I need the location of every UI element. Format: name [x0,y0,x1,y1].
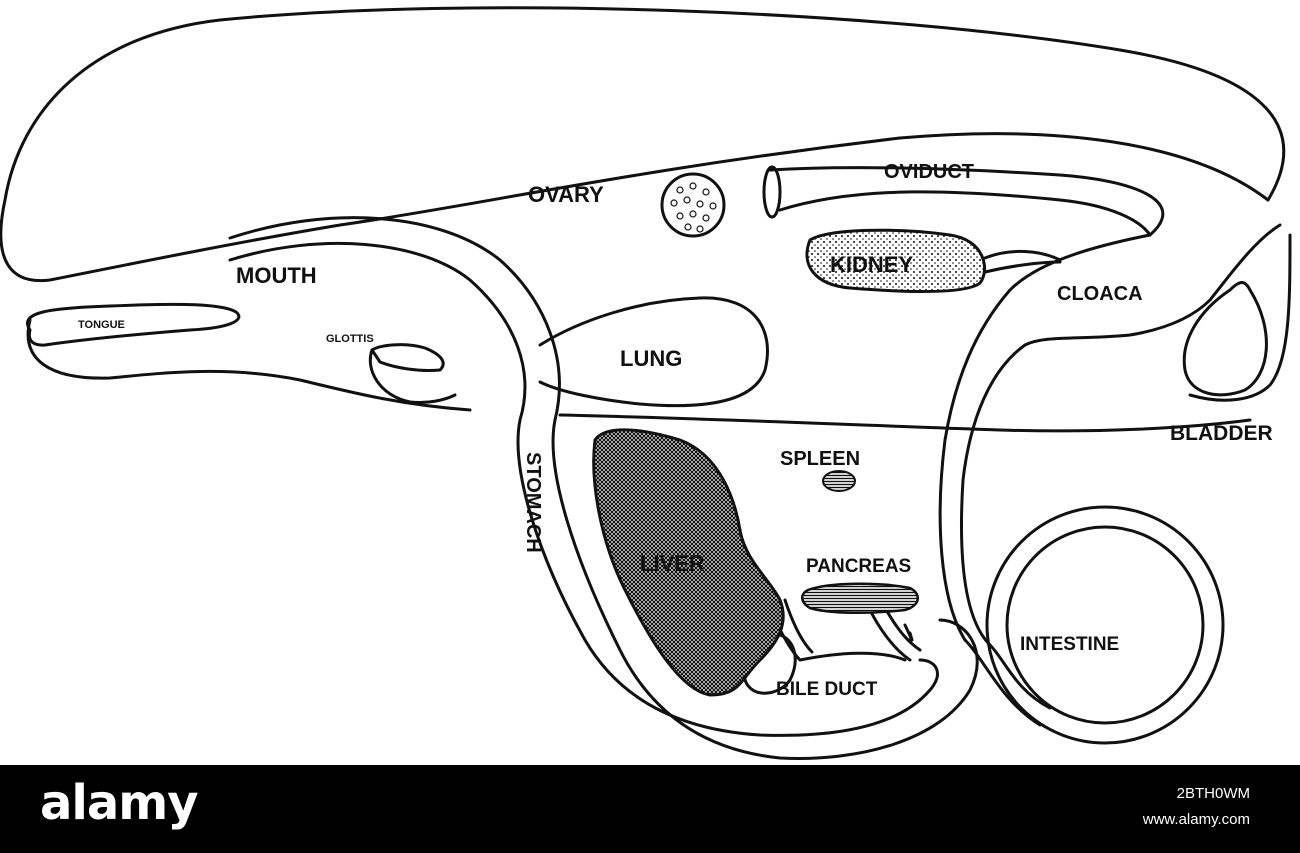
label-kidney: KIDNEY [830,252,913,277]
label-glottis: GLOTTIS [326,333,374,345]
label-cloaca: CLOACA [1057,283,1143,305]
alamy-logo: alamy [40,775,198,831]
label-tongue: TONGUE [78,319,125,331]
bladder-shape [1184,283,1266,395]
label-stomach: STOMACH [522,452,544,553]
label-intestine: INTESTINE [1020,634,1119,655]
watermark-footer: alamy 2BTH0WM www.alamy.com [0,765,1300,853]
oviduct-funnel [764,167,780,217]
body-outline [1,8,1284,281]
pancreas-shape [802,584,918,613]
label-oviduct: OVIDUCT [884,161,974,183]
frog-anatomy-diagram: OVARY OVIDUCT MOUTH KIDNEY CLOACA TONGUE… [0,0,1300,765]
label-spleen: SPLEEN [780,448,860,470]
label-liver: LIVER [640,551,705,576]
intestine-outer [987,507,1223,743]
label-ovary: OVARY [528,182,604,207]
jaw-outline [28,320,470,410]
intestine-inner [1007,527,1203,723]
glottis-shape [372,345,443,371]
label-bladder: BLADDER [1170,422,1273,445]
tongue-shape [28,304,239,345]
label-lung: LUNG [620,346,682,371]
label-mouth: MOUTH [236,263,317,288]
body-wall-line [560,415,1250,431]
site-url: www.alamy.com [1143,811,1250,828]
oviduct-inner [780,192,1150,235]
label-bile-duct: BILE DUCT [776,679,878,700]
image-id: 2BTH0WM [1177,785,1250,802]
cloaca-outer [1190,235,1290,400]
label-pancreas: PANCREAS [806,556,911,577]
spleen-shape [823,471,855,491]
